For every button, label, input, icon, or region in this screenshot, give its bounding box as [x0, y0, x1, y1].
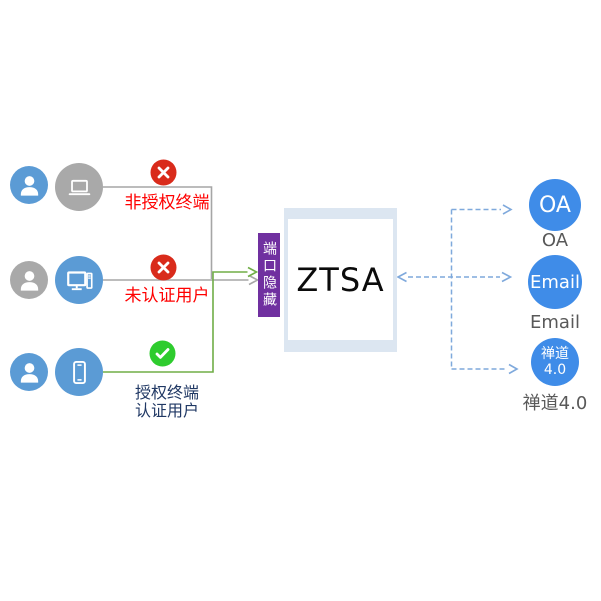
green-arrowhead-icon — [247, 266, 259, 278]
ztsa-box-inner: ZTSA — [288, 219, 393, 340]
client3-label-line2: 认证用户 — [134, 401, 199, 420]
check-icon — [149, 340, 176, 367]
service-oa-circle: OA — [529, 179, 581, 231]
x-icon — [150, 254, 177, 281]
dashed-arrowhead-right-icon — [501, 271, 513, 283]
service-zentao-label-line1: 禅道 — [541, 346, 569, 362]
smartphone-icon — [72, 360, 86, 384]
service-email-circle: Email — [528, 255, 582, 309]
client1-connector-line — [103, 186, 213, 279]
person-icon — [20, 270, 38, 291]
person-icon — [20, 362, 38, 383]
client2-label: 未认证用户 — [124, 286, 210, 306]
gray-arrowhead-icon — [248, 274, 260, 286]
dashed-arrowhead-right-icon — [508, 363, 519, 375]
desktop-icon — [66, 270, 93, 290]
client1-device-circle — [55, 163, 103, 211]
service-email-label: Email — [530, 271, 580, 293]
client2-user-circle — [10, 261, 48, 299]
port-hiding-bar: 端口隐藏 — [258, 233, 280, 317]
client3-label: 授权终端 认证用户 — [112, 384, 222, 420]
port-hiding-label: 端口隐藏 — [261, 241, 277, 309]
client3-label-line1: 授权终端 — [134, 383, 199, 402]
ztsa-title: ZTSA — [296, 260, 385, 299]
person-icon — [20, 175, 38, 196]
service-zentao-label: 禅道 4.0 — [541, 346, 569, 378]
x-icon — [150, 159, 177, 186]
client3-device-circle — [55, 348, 103, 396]
service-zentao-caption: 禅道4.0 — [522, 393, 588, 414]
service-zentao-circle: 禅道 4.0 — [531, 338, 579, 386]
laptop-icon — [68, 179, 90, 195]
dashed-arrowhead-right-icon — [502, 204, 513, 215]
service-zentao-label-line2: 4.0 — [543, 362, 567, 378]
client3-user-circle — [10, 353, 48, 391]
service-email-caption: Email — [530, 312, 580, 333]
client2-device-circle — [55, 256, 103, 304]
client1-label: 非授权终端 — [124, 193, 210, 213]
service-oa-caption: OA — [541, 230, 569, 251]
dashed-arrowhead-left-icon — [396, 271, 407, 283]
client3-connector-line — [103, 271, 248, 373]
client1-user-circle — [10, 166, 48, 204]
service-oa-label: OA — [539, 192, 571, 218]
